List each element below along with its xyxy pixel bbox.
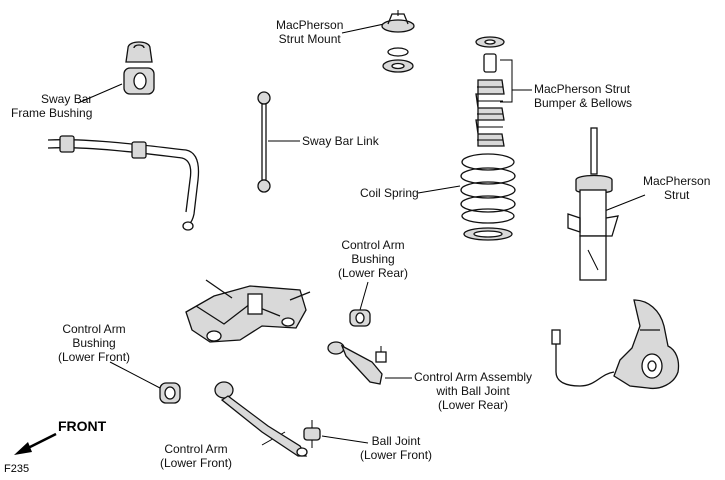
sway-bar-link-icon: [257, 91, 271, 193]
control-arm-bushing-front-icon: [159, 382, 181, 404]
leader-lines: [77, 23, 646, 446]
label-control-arm-assembly-rear: Control Arm Assembly with Ball Joint (Lo…: [414, 370, 533, 412]
label-control-arm-front: Control Arm (Lower Front): [160, 442, 233, 470]
control-arm-bushing-rear-icon: [349, 309, 371, 327]
coil-spring-icon: [460, 153, 516, 241]
steering-knuckle-icon: [551, 299, 680, 390]
sway-bar-icon: [47, 135, 200, 231]
control-arm-assembly-rear-icon: [327, 341, 387, 385]
control-arm-front-icon: [214, 381, 308, 457]
label-sway-bar-frame-bushing: Sway Bar Frame Bushing: [11, 92, 93, 120]
ball-joint-front-icon: [303, 420, 321, 448]
label-macpherson-strut-mount: MacPherson Strut Mount: [276, 18, 344, 46]
figure-id: F235: [4, 463, 30, 475]
label-strut-bumper-bellows: MacPherson Strut Bumper & Bellows: [534, 82, 633, 110]
label-sway-bar-link: Sway Bar Link: [302, 134, 379, 148]
strut-bumper-bellows-icon: [475, 36, 505, 147]
front-arrow-icon: [14, 432, 57, 455]
macpherson-strut-icon: [567, 127, 619, 281]
macpherson-strut-mount-icon: [381, 10, 415, 73]
label-control-arm-bushing-rear: Control Arm Bushing (Lower Rear): [338, 238, 409, 280]
sway-bar-frame-bushing-icon: [123, 41, 155, 95]
label-ball-joint-front: Ball Joint (Lower Front): [360, 434, 433, 462]
label-macpherson-strut: MacPherson Strut: [643, 174, 711, 202]
label-control-arm-bushing-front: Control Arm Bushing (Lower Front): [58, 322, 131, 364]
front-label: FRONT: [58, 418, 107, 434]
label-coil-spring: Coil Spring: [360, 186, 419, 200]
subframe-icon: [185, 279, 311, 343]
